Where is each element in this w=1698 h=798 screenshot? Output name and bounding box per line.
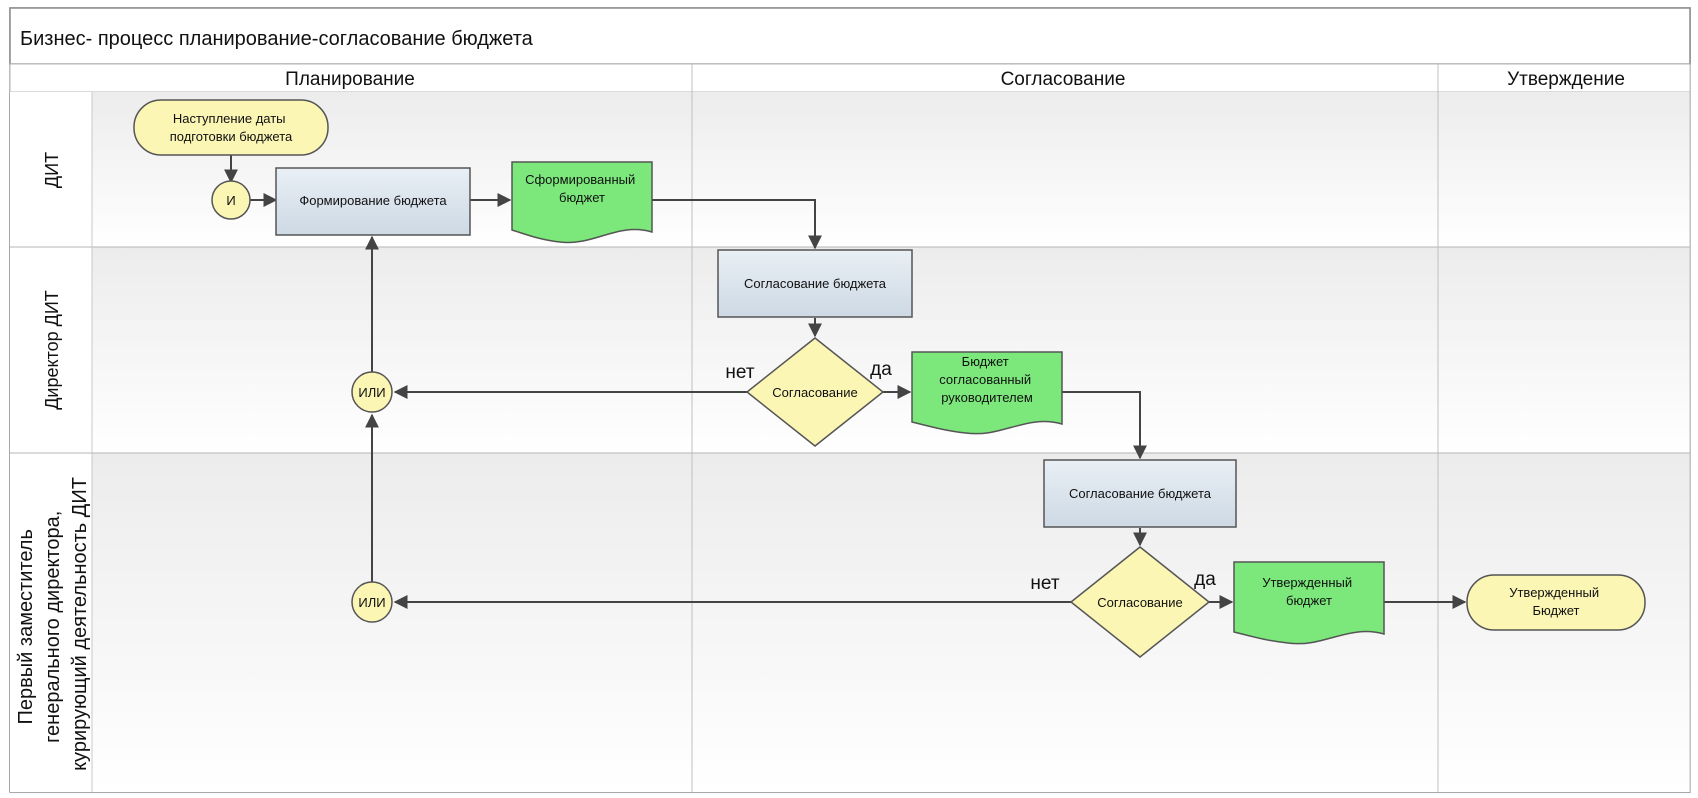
lane-label-deputy: Первый заместитель генерального директор… bbox=[15, 477, 91, 771]
svg-text:Наступление даты подго: Наступление даты подготовки бюджета bbox=[170, 111, 293, 144]
end-event-line-2: Бюджет bbox=[1532, 603, 1579, 618]
decision-1-line: Согласование bbox=[772, 385, 857, 400]
lane-label-director: Директор ДИТ bbox=[42, 290, 62, 410]
and-gateway: И bbox=[211, 180, 251, 220]
edge-head-doc-to-approve-2 bbox=[1062, 391, 1147, 460]
lane-band-deputy bbox=[92, 453, 1690, 792]
edge-doc-to-approve-1 bbox=[652, 199, 822, 250]
or-gateway-1-label: ИЛИ bbox=[358, 385, 385, 400]
lane-label-deputy-line-2: генерального директора, bbox=[42, 511, 64, 743]
start-event-line-2: подготовки бюджета bbox=[170, 129, 293, 144]
swimlanes: ДИТ Директор ДИТ Первый заместитель гене… bbox=[10, 64, 1691, 792]
phase-label-ratification: Утверждение bbox=[1507, 69, 1625, 90]
lane-label-dit-line: ДИТ bbox=[42, 152, 62, 188]
svg-text:Согласование бюджета: Согласование бюджета bbox=[744, 276, 887, 291]
svg-text:Формирование бюджета: Формирование бюджета bbox=[299, 193, 447, 208]
edge-label-decision-2-no: нет bbox=[1030, 573, 1059, 594]
decision-2-line: Согласование bbox=[1097, 595, 1182, 610]
task-form-budget: Формирование бюджета bbox=[275, 167, 471, 236]
task-approve-budget-2: Согласование бюджета bbox=[1043, 459, 1237, 528]
phase-label-planning: Планирование bbox=[285, 69, 415, 90]
end-event: Утвержденный Бюджет bbox=[1466, 574, 1646, 631]
svg-text:Утвержденный Бюджет: Утвержденный Бюджет bbox=[1509, 585, 1603, 618]
doc-formed-budget-line-2: бюджет bbox=[559, 190, 605, 205]
lane-label-deputy-line-1: Первый заместитель bbox=[15, 529, 37, 724]
start-event: Наступление даты подготовки бюджета bbox=[133, 99, 329, 156]
edge-label-decision-2-yes: да bbox=[1194, 569, 1216, 590]
svg-text:Бюджет согласованный: Бюджет согласованный руководителем bbox=[939, 354, 1035, 405]
or-gateway-2: ИЛИ bbox=[351, 581, 393, 623]
svg-text:Утвержденный бюджет: Утвержденный бюджет bbox=[1262, 575, 1356, 608]
doc-ratified-budget: Утвержденный бюджет bbox=[1233, 561, 1385, 645]
task-approve-budget-1-line: Согласование бюджета bbox=[744, 276, 887, 291]
doc-ratified-budget-line-1: Утвержденный bbox=[1262, 575, 1352, 590]
task-approve-budget-2-line: Согласование бюджета bbox=[1069, 486, 1212, 501]
or-gateway-2-label: ИЛИ bbox=[358, 595, 385, 610]
edge-label-decision-1-yes: да bbox=[870, 359, 892, 380]
task-form-budget-line: Формирование бюджета bbox=[299, 193, 447, 208]
svg-text:Согласование бюджета: Согласование бюджета bbox=[1069, 486, 1212, 501]
doc-approved-by-head: Бюджет согласованный руководителем bbox=[911, 351, 1063, 435]
connectors bbox=[224, 155, 1467, 609]
doc-formed-budget: Сформированный бюджет bbox=[511, 161, 653, 244]
task-approve-budget-1: Согласование бюджета bbox=[717, 249, 913, 318]
doc-approved-by-head-line-3: руководителем bbox=[941, 390, 1033, 405]
edge-label-decision-1-no: нет bbox=[725, 362, 754, 383]
doc-formed-budget-line-1: Сформированный bbox=[525, 172, 635, 187]
doc-ratified-budget-line-2: бюджет bbox=[1286, 593, 1332, 608]
lane-label-deputy-line-3: курирующий деятельность ДИТ bbox=[69, 477, 91, 771]
phase-label-approval: Согласование bbox=[1001, 69, 1126, 90]
doc-approved-by-head-line-1: Бюджет bbox=[962, 354, 1009, 369]
or-gateway-1: ИЛИ bbox=[351, 371, 393, 413]
doc-approved-by-head-line-2: согласованный bbox=[939, 372, 1031, 387]
svg-text:Согласование: Согласование bbox=[1097, 595, 1182, 610]
and-gateway-label: И bbox=[226, 193, 235, 208]
decision-1: Согласование bbox=[745, 337, 885, 447]
decision-2: Согласование bbox=[1069, 546, 1211, 658]
svg-text:Согласование: Согласование bbox=[772, 385, 857, 400]
start-event-line-1: Наступление даты bbox=[173, 111, 286, 126]
nodes: Наступление даты подготовки бюджета И Фо… bbox=[133, 99, 1646, 658]
end-event-line-1: Утвержденный bbox=[1509, 585, 1599, 600]
edge-labels: нет да нет да bbox=[725, 359, 1216, 594]
diagram-title: Бизнес- процесс планирование-согласовани… bbox=[20, 28, 534, 50]
lane-label-dit: ДИТ bbox=[42, 152, 62, 188]
lane-label-director-line: Директор ДИТ bbox=[42, 290, 62, 410]
svg-text:Сформированный бюджет: Сформированный бюджет bbox=[525, 172, 639, 205]
